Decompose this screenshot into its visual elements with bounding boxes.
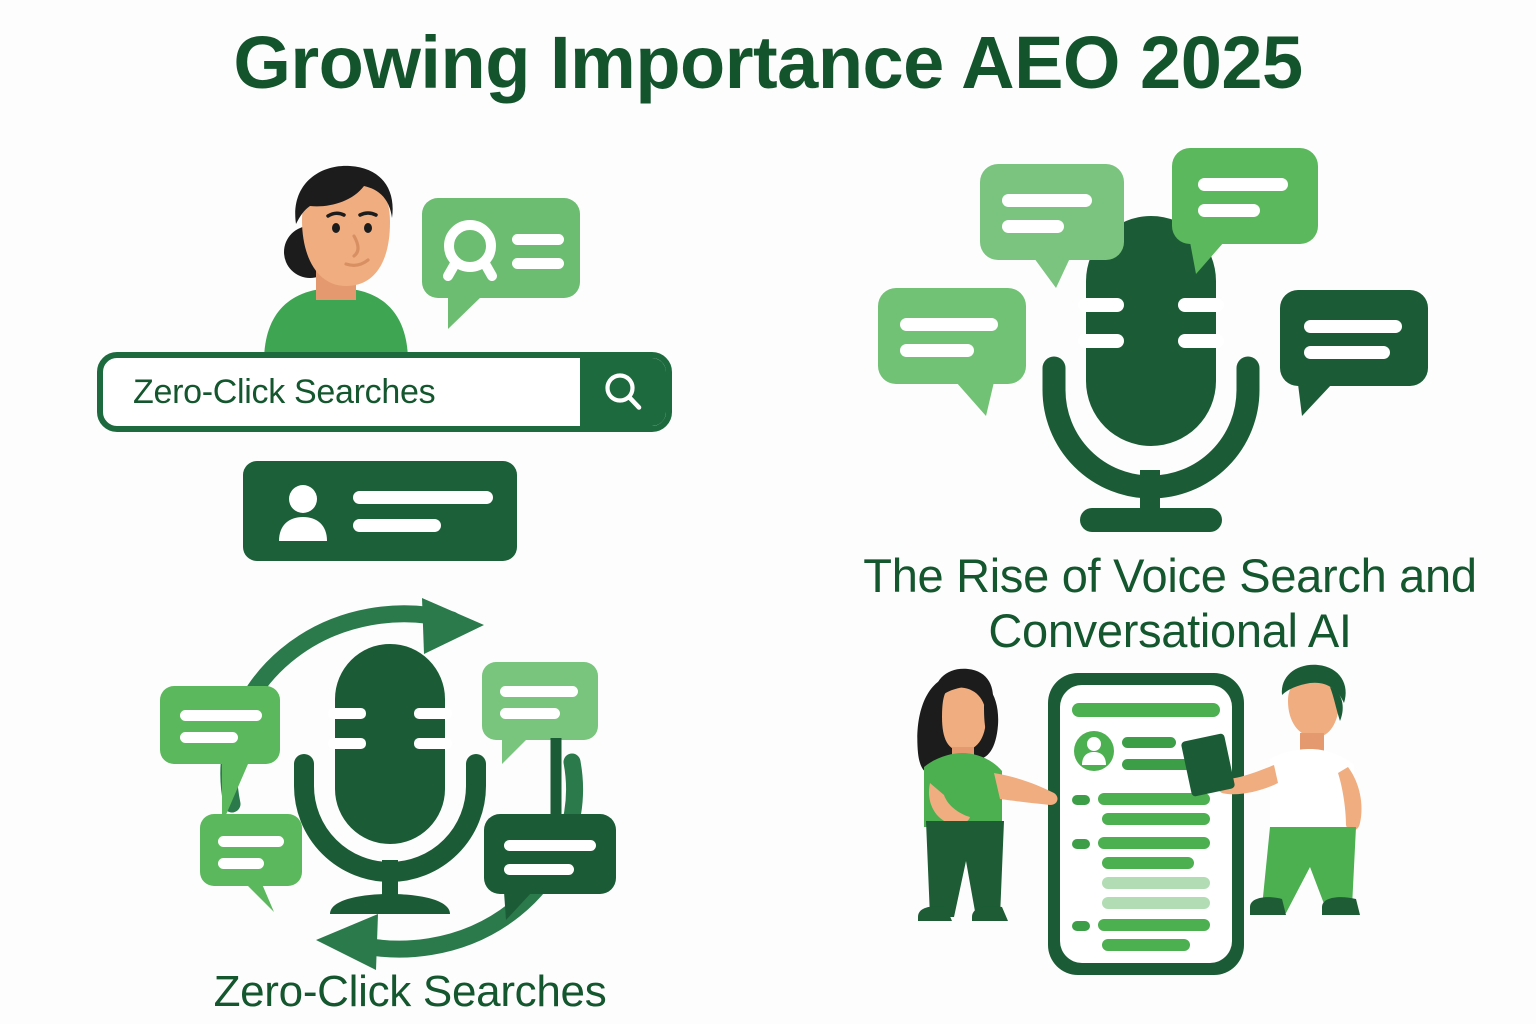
speech-bubble-icon xyxy=(878,288,1026,416)
voice-search-illustration xyxy=(868,140,1438,550)
zero-click-voice-cycle-illustration xyxy=(152,592,652,972)
caption-zero-click-searches: Zero-Click Searches xyxy=(213,967,607,1016)
result-card xyxy=(243,461,517,561)
speech-bubble-icon xyxy=(200,814,302,912)
man-figure-icon xyxy=(1181,664,1362,915)
query-bubble-icon xyxy=(420,196,585,331)
speech-bubble-icon xyxy=(484,814,616,920)
result-line-2 xyxy=(353,519,441,532)
speech-bubble-icon xyxy=(1172,148,1318,274)
woman-figure-icon xyxy=(917,668,1058,921)
search-icon xyxy=(605,373,642,410)
search-button[interactable] xyxy=(580,358,666,426)
result-line-1 xyxy=(353,491,493,504)
search-bar[interactable]: Zero-Click Searches xyxy=(97,352,672,432)
profile-avatar-icon xyxy=(1074,731,1114,771)
search-input[interactable]: Zero-Click Searches xyxy=(133,372,436,411)
caption-voice-search-line1: The Rise of Voice Search and xyxy=(863,549,1477,602)
microphone-icon xyxy=(294,644,486,914)
conversational-ai-people-illustration xyxy=(890,655,1410,1024)
speech-bubble-icon xyxy=(980,164,1124,288)
document-icon xyxy=(1048,673,1244,975)
caption-voice-search-line2: Conversational AI xyxy=(988,604,1352,658)
page-title: Growing Importance AEO 2025 xyxy=(233,21,1303,104)
caption-voice-search: The Rise of Voice Search and Conversatio… xyxy=(840,548,1500,659)
microphone-icon xyxy=(1042,216,1260,532)
profile-avatar-icon xyxy=(279,485,327,541)
speech-bubble-icon xyxy=(482,662,598,816)
speech-bubble-icon xyxy=(160,686,280,824)
woman-avatar-icon xyxy=(236,162,436,362)
speech-bubble-icon xyxy=(1280,290,1428,416)
